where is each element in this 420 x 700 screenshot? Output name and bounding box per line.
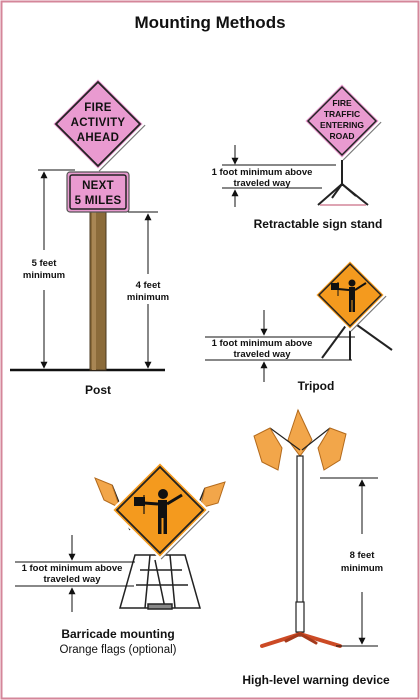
- fire-traffic-sign: FIRE TRAFFIC ENTERING ROAD: [302, 81, 382, 161]
- stand-1ft-dimension: 1 foot minimum above traveled way: [212, 145, 336, 207]
- post-caption: Post: [85, 383, 111, 397]
- tripod-measure-line-1: 1 foot minimum above: [212, 338, 313, 349]
- highlevel-measure-line-2: minimum: [341, 563, 383, 574]
- barricade-subcaption: Orange flags (optional): [60, 644, 177, 656]
- post-4ft-label-2: minimum: [127, 292, 169, 303]
- highlevel-group: 8 feet minimum High-level warning device: [242, 408, 390, 687]
- post-mount-group: FIRE ACTIVITY AHEAD NEXT 5 MILES 5 feet …: [10, 76, 169, 397]
- post-4ft-label-1: 4 feet: [136, 280, 162, 291]
- stand-base: [317, 160, 369, 206]
- barricade-measure-line-2: traveled way: [43, 574, 101, 585]
- flagger-icon: [134, 489, 183, 534]
- post-5ft-label-1: 5 feet: [32, 258, 58, 269]
- plaque-line-2: 5 MILES: [75, 195, 122, 207]
- post-4ft-dimension: 4 feet minimum: [127, 211, 169, 369]
- barricade-frame: [119, 554, 201, 610]
- stand-measure-line-1: 1 foot minimum above: [212, 167, 313, 178]
- tripod-flagger-sign: [313, 258, 387, 332]
- post-5ft-label-2: minimum: [23, 270, 65, 281]
- highlevel-caption: High-level warning device: [242, 673, 390, 687]
- fire-activity-line-1: FIRE: [84, 102, 111, 114]
- barricade-group: 1 foot minimum above traveled way Barric…: [15, 460, 226, 656]
- tripod-group: 1 foot minimum above traveled way Tripod: [205, 258, 393, 393]
- fire-traffic-line-2: TRAFFIC: [324, 109, 360, 119]
- barricade-measure-line-1: 1 foot minimum above: [22, 563, 123, 574]
- fire-activity-sign: FIRE ACTIVITY AHEAD: [50, 76, 146, 172]
- barricade-1ft-dimension: 1 foot minimum above traveled way: [15, 535, 135, 612]
- fire-activity-line-3: AHEAD: [77, 132, 119, 144]
- stand-measure-line-2: traveled way: [233, 178, 291, 189]
- plaque-line-1: NEXT: [82, 180, 114, 192]
- tripod-measure-line-2: traveled way: [233, 349, 291, 360]
- fire-traffic-line-1: FIRE: [332, 98, 352, 108]
- highlevel-base: [260, 632, 342, 648]
- retractable-stand-group: FIRE TRAFFIC ENTERING ROAD 1 foot minimu…: [212, 81, 383, 231]
- barricade-caption: Barricade mounting: [61, 627, 174, 641]
- highlevel-flags: [253, 408, 347, 471]
- stand-caption: Retractable sign stand: [254, 217, 383, 231]
- post-highlight: [92, 200, 96, 370]
- tripod-caption: Tripod: [298, 379, 335, 393]
- post-5ft-dimension: 5 feet minimum: [23, 169, 75, 369]
- next-5-miles-plaque: NEXT 5 MILES: [66, 171, 130, 213]
- flagger-icon: [331, 279, 367, 312]
- diagram-title: Mounting Methods: [134, 13, 285, 32]
- tripod-1ft-dimension: 1 foot minimum above traveled way: [205, 310, 355, 382]
- highlevel-pole: [295, 455, 305, 637]
- highlevel-8ft-dimension: 8 feet minimum: [320, 477, 383, 647]
- fire-traffic-line-3: ENTERING: [320, 120, 364, 130]
- highlevel-measure-line-1: 8 feet: [350, 550, 376, 561]
- fire-activity-line-2: ACTIVITY: [71, 117, 126, 129]
- barricade-flagger-sign: [110, 460, 210, 560]
- fire-traffic-line-4: ROAD: [329, 131, 354, 141]
